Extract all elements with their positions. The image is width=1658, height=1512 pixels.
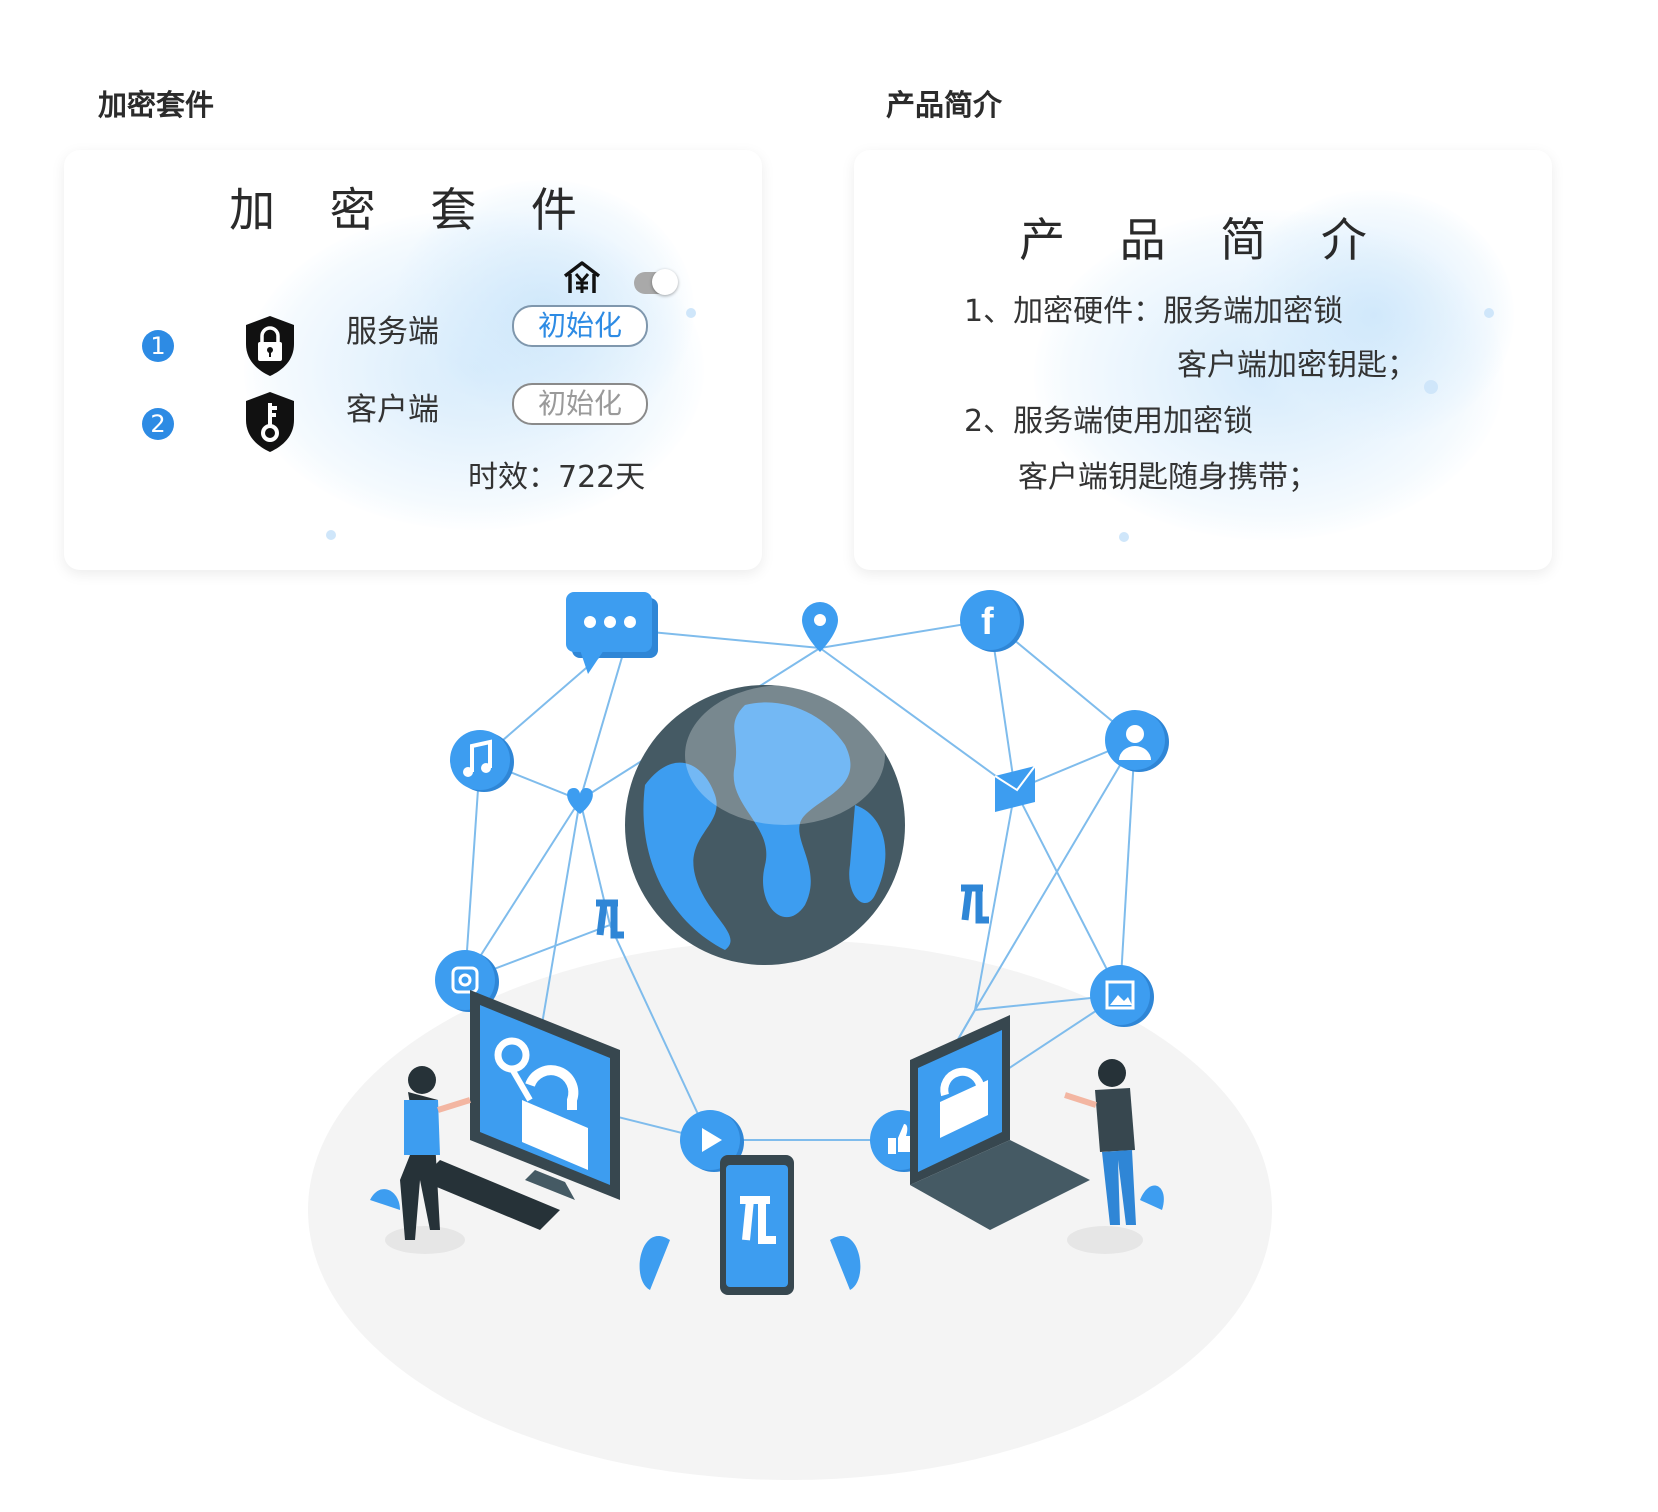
intro-section-heading: 产品简介 [886, 88, 1003, 122]
globe-icon [625, 685, 905, 965]
client-label: 客户端 [346, 392, 439, 428]
kit-section-heading: 加密套件 [98, 88, 215, 122]
row-index-badge: 1 [142, 330, 174, 362]
location-pin-icon [802, 602, 838, 652]
encryption-kit-card: 加 密 套 件 1 服务端 初始化 2 客户端 初始化 时效：722天 [64, 150, 762, 570]
validity-text: 时效：722天 [468, 460, 646, 495]
image-icon [1090, 965, 1154, 1027]
mail-icon [994, 765, 1036, 812]
brand-logo-icon [961, 884, 989, 924]
shield-key-icon [246, 392, 294, 452]
chat-bubble-icon [566, 592, 658, 674]
toggle-switch[interactable] [634, 269, 678, 295]
decor-dot [1119, 532, 1129, 542]
intro-line-2: 客户端加密钥匙； [1177, 348, 1417, 383]
shield-lock-icon [246, 316, 294, 376]
desktop-monitor [420, 990, 620, 1230]
kit-card-title: 加 密 套 件 [229, 183, 597, 237]
facebook-icon: f [960, 590, 1024, 652]
heart-icon [567, 788, 593, 814]
server-init-button[interactable]: 初始化 [512, 305, 648, 347]
laptop [910, 1015, 1090, 1230]
person-woman [370, 1066, 471, 1254]
house-yuan-icon[interactable] [562, 260, 602, 296]
row-index-badge: 2 [142, 408, 174, 440]
decor-dot [326, 530, 336, 540]
intro-card-title: 产 品 简 介 [1019, 213, 1387, 267]
decor-dot [1424, 380, 1438, 394]
client-init-button[interactable]: 初始化 [512, 383, 648, 425]
background-blob [1234, 190, 1514, 440]
smartphone [639, 1155, 861, 1295]
decor-dot [686, 308, 696, 318]
person-man [1064, 1059, 1164, 1254]
svg-text:f: f [981, 601, 994, 643]
user-profile-icon [1105, 710, 1169, 772]
server-label: 服务端 [346, 314, 439, 350]
toggle-knob [652, 269, 678, 295]
decor-dot [1484, 308, 1494, 318]
intro-line-3: 2、服务端使用加密锁 [964, 404, 1254, 439]
intro-line-4: 客户端钥匙随身携带； [1018, 460, 1318, 495]
brand-logo-icon [596, 899, 624, 939]
intro-line-1: 1、加密硬件：服务端加密锁 [964, 294, 1344, 329]
music-icon [450, 730, 514, 792]
product-intro-card: 产 品 简 介 1、加密硬件：服务端加密锁 客户端加密钥匙； 2、服务端使用加密… [854, 150, 1552, 570]
network-security-illustration: f [308, 590, 1272, 1480]
